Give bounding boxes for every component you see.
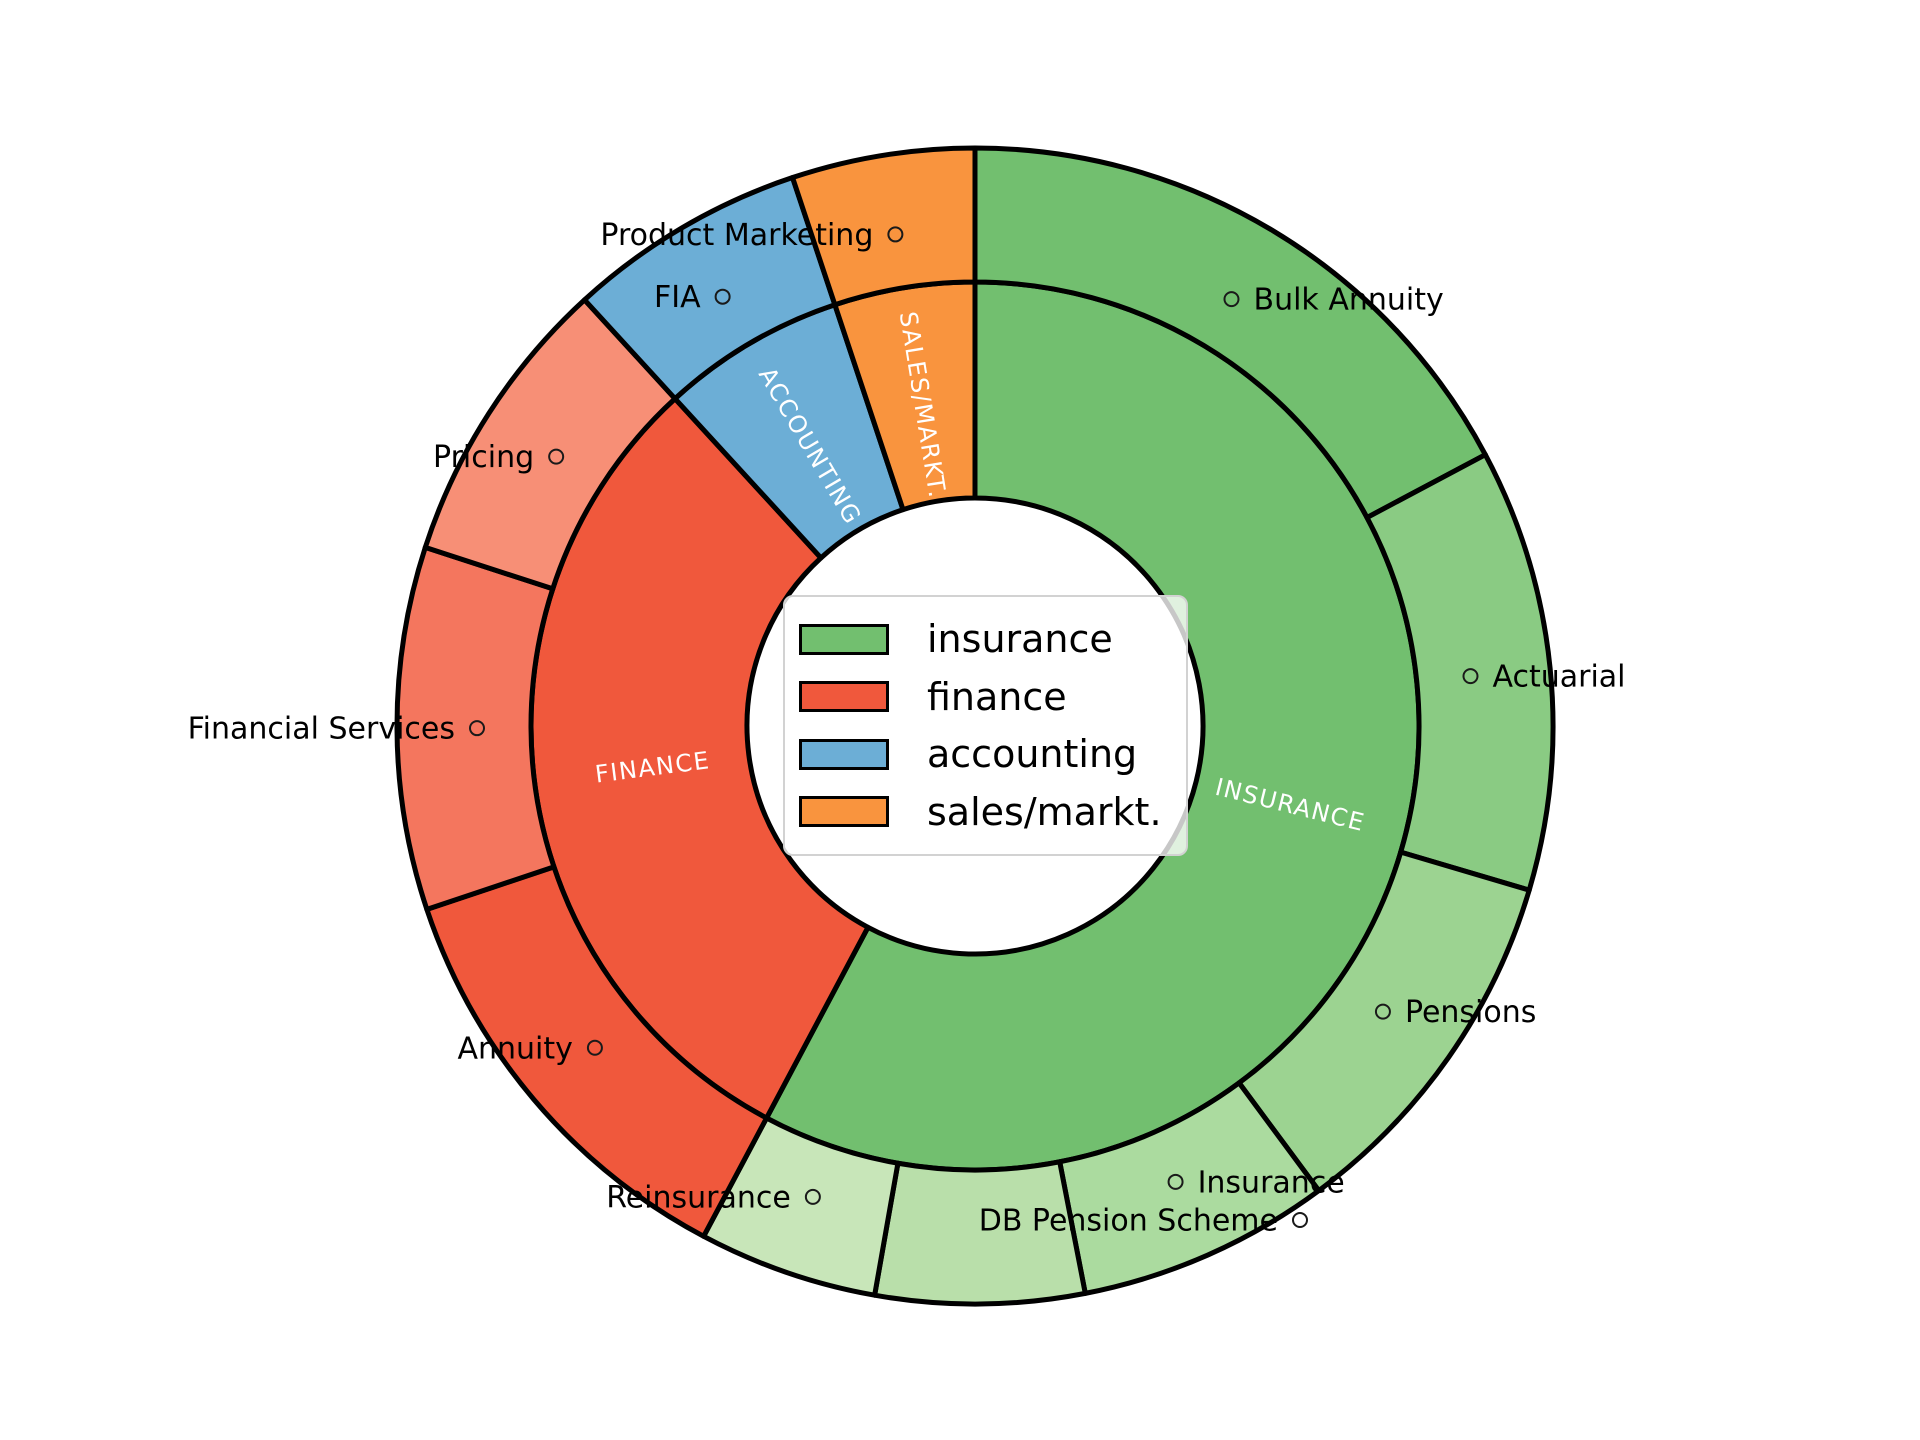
- legend-item-accounting: accounting: [799, 735, 1176, 773]
- legend-label: accounting: [927, 732, 1138, 777]
- legend-swatch-sales-markt: [799, 796, 889, 828]
- label-marker-bulk-annuity: [1223, 291, 1240, 308]
- legend-swatch-insurance: [799, 623, 889, 655]
- legend-swatch-accounting: [799, 738, 889, 770]
- segment-label-product-marketing: Product Marketing: [600, 218, 873, 253]
- legend-item-sales-markt: sales/markt.: [799, 793, 1176, 831]
- segment-label-fia: FIA: [654, 280, 701, 315]
- segment-label-reinsurance: Reinsurance: [606, 1180, 791, 1215]
- label-marker-actuarial: [1462, 668, 1479, 685]
- segment-label-db-pension-scheme: DB Pension Scheme: [979, 1204, 1278, 1239]
- label-marker-annuity: [586, 1039, 603, 1056]
- legend-item-insurance: insurance: [799, 620, 1176, 658]
- segment-label-financial-services: Financial Services: [188, 712, 455, 747]
- label-marker-insurance: [1167, 1173, 1184, 1190]
- legend: insurance finance accounting sales/markt…: [783, 595, 1188, 856]
- segment-label-bulk-annuity: Bulk Annuity: [1253, 283, 1443, 318]
- label-marker-pensions: [1374, 1003, 1391, 1020]
- legend-item-finance: finance: [799, 678, 1176, 716]
- label-marker-fia: [714, 288, 731, 305]
- label-marker-pricing: [548, 448, 565, 465]
- legend-label: sales/markt.: [927, 789, 1162, 834]
- segment-label-insurance: Insurance: [1198, 1165, 1345, 1200]
- segment-label-actuarial: Actuarial: [1492, 660, 1625, 695]
- label-marker-product-marketing: [887, 226, 904, 243]
- legend-label: insurance: [927, 617, 1113, 662]
- label-marker-financial-services: [469, 720, 486, 737]
- label-marker-db-pension-scheme: [1292, 1212, 1308, 1228]
- legend-swatch-finance: [799, 681, 889, 713]
- segment-label-pensions: Pensions: [1405, 995, 1536, 1030]
- legend-label: finance: [927, 674, 1067, 719]
- label-marker-reinsurance: [804, 1188, 821, 1205]
- segment-product-marketing: [790, 145, 978, 308]
- segment-label-pricing: Pricing: [433, 440, 534, 475]
- segment-label-annuity: Annuity: [457, 1031, 572, 1066]
